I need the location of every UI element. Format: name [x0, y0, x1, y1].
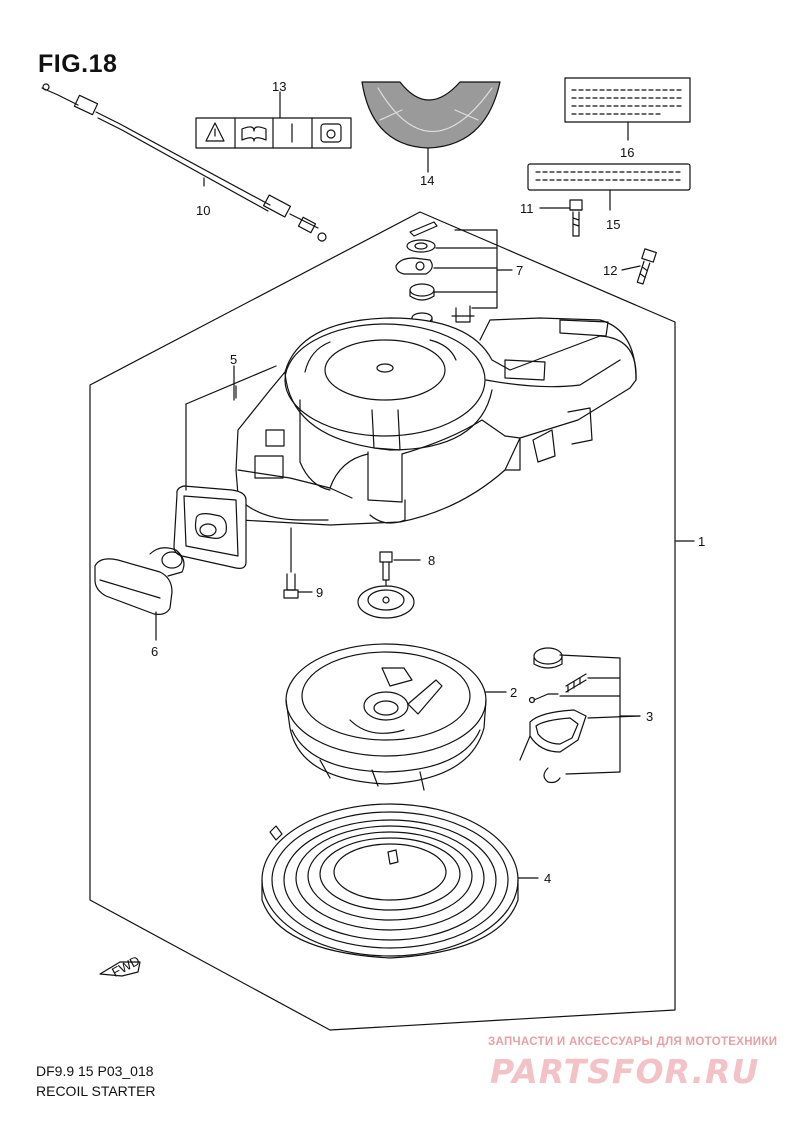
part-15-label	[527, 163, 691, 191]
starter-housing	[235, 317, 637, 526]
part-14-arc-decal	[361, 81, 501, 149]
part-16-label	[564, 77, 691, 123]
callout-2: 2	[510, 685, 517, 700]
assembly-boundary	[89, 211, 676, 1031]
model-code: DF9.9 15 P03_018	[36, 1063, 154, 1079]
callout-7: 7	[516, 263, 523, 278]
part-7-pawl-set	[395, 221, 513, 330]
part-13-warning-label	[195, 117, 352, 149]
part-10-cable	[41, 83, 327, 242]
leader-lines	[203, 91, 695, 717]
fwd-label: FWD	[109, 953, 142, 980]
part-11-bolt	[569, 199, 583, 237]
callout-12: 12	[603, 263, 617, 278]
part-12-bolt	[636, 248, 657, 285]
callout-11: 11	[520, 201, 534, 216]
part-5-rope-guide	[173, 365, 277, 569]
callout-6: 6	[151, 644, 158, 659]
part-6-handle	[94, 547, 185, 641]
callout-16: 16	[620, 145, 634, 160]
callout-5: 5	[230, 352, 237, 367]
part-3-ratchet-parts	[519, 647, 641, 784]
friction-plate	[357, 579, 415, 619]
part-8-bolt	[379, 551, 421, 581]
callout-13: 13	[272, 79, 286, 94]
fwd-arrow-icon	[99, 961, 141, 977]
callout-10: 10	[196, 203, 210, 218]
part-4-spiral-spring	[261, 803, 539, 959]
callout-3: 3	[646, 709, 653, 724]
callout-8: 8	[428, 553, 435, 568]
callout-9: 9	[316, 585, 323, 600]
figure-name: RECOIL STARTER	[36, 1083, 156, 1099]
part-2-reel	[285, 643, 507, 791]
callout-15: 15	[606, 217, 620, 232]
callout-1: 1	[698, 534, 705, 549]
watermark-brand: PARTSFOR.RU	[490, 1052, 760, 1091]
watermark-tagline: ЗАПЧАСТИ И АКСЕССУАРЫ ДЛЯ МОТОТЕХНИКИ	[488, 1036, 778, 1048]
callout-4: 4	[544, 871, 551, 886]
part-9-bolt	[283, 527, 313, 599]
callout-14: 14	[420, 173, 434, 188]
figure-title: FIG.18	[38, 50, 118, 78]
